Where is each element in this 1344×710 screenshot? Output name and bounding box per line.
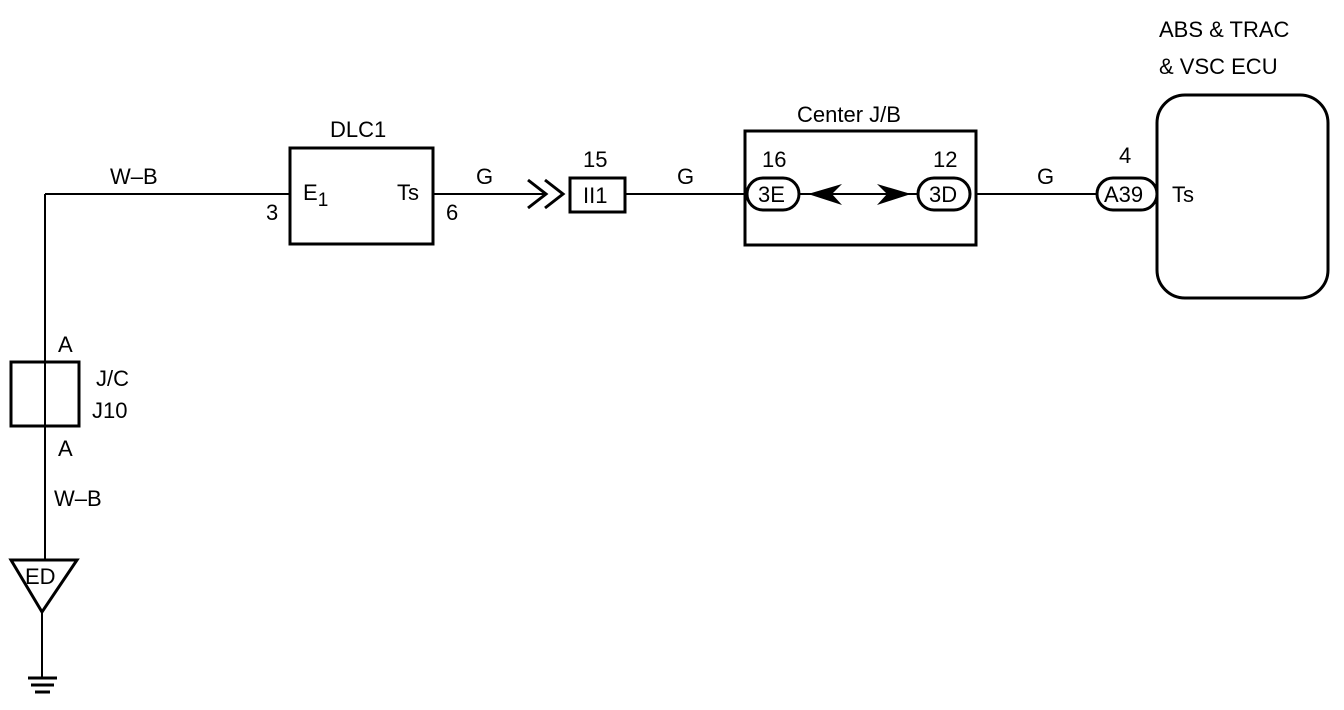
center-jb-pin-16: 16	[762, 147, 786, 172]
ecu-title-line2: & VSC ECU	[1159, 54, 1278, 79]
ground-icon	[28, 676, 57, 694]
dlc1-terminal-ts: Ts	[397, 180, 419, 205]
connector-chevron-icon	[527, 178, 566, 210]
wire-label-g-1: G	[476, 164, 493, 189]
center-jb-title: Center J/B	[797, 102, 901, 127]
dlc1-terminal-e1: E1	[303, 180, 328, 211]
dlc1-box	[288, 146, 435, 246]
ecu-connector-a39	[1095, 176, 1159, 212]
chevron-left-icon	[808, 184, 842, 205]
wire-label-g-3: G	[1037, 164, 1054, 189]
junction-name-line1: J/C	[96, 366, 129, 391]
center-jb-connector-3e-label: 3E	[758, 182, 785, 207]
dlc1-pin-3: 3	[266, 200, 278, 225]
dlc1-pin-6: 6	[446, 200, 458, 225]
center-jb-connector-3d-label: 3D	[929, 182, 957, 207]
ecu-terminal-ts: Ts	[1172, 182, 1194, 207]
ground-point-label: ED	[25, 564, 56, 589]
center-jb-box	[743, 129, 978, 247]
junction-name-line2: J10	[92, 398, 127, 423]
wire-label-wb-top: W–B	[110, 164, 158, 189]
center-jb-pin-12: 12	[933, 147, 957, 172]
ii1-pin-15: 15	[583, 147, 607, 172]
ecu-title-line1: ABS & TRAC	[1159, 17, 1290, 42]
ii1-connector-label: II1	[583, 183, 607, 208]
junction-pin-bottom: A	[58, 436, 73, 461]
dlc1-title: DLC1	[330, 117, 386, 142]
wire-label-wb-bottom: W–B	[54, 486, 102, 511]
ecu-pin-4: 4	[1119, 143, 1131, 168]
junction-pin-top: A	[58, 332, 73, 357]
ecu-connector-a39-label: A39	[1104, 182, 1143, 207]
chevron-right-icon	[877, 184, 911, 205]
ground-point-triangle	[8, 558, 80, 615]
wire-label-g-2: G	[677, 164, 694, 189]
